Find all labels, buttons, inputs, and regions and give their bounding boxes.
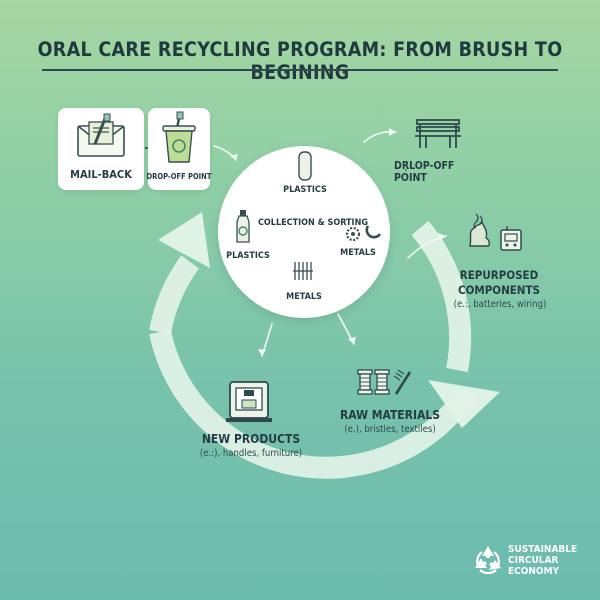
- hub-plastics-left-label: PLASTICS: [226, 251, 270, 261]
- new-products-label: NEW PRODUCTS: [201, 432, 301, 446]
- cycle-arrowhead-left: [158, 212, 210, 268]
- tube-icon: [298, 151, 312, 181]
- cycle-ring-left-arc: [149, 255, 200, 335]
- recycle-bin-icon: [162, 111, 196, 163]
- 3d-printer-icon: [226, 381, 272, 422]
- envelope-toothbrush-icon: [77, 113, 125, 157]
- arrow-dropoff-to-hub: [213, 145, 237, 161]
- drop-off-label: DROP-OFF POINT: [146, 172, 212, 181]
- cycle-arrowhead-right: [428, 380, 500, 428]
- gears-magnet-icon: [345, 225, 382, 242]
- battery-icon: [500, 226, 522, 251]
- mail-back-label: MAIL-BACK: [70, 168, 132, 181]
- repurposed-sublabel: (e.:, batteries, wiring): [453, 299, 547, 310]
- bristles-icon: [293, 262, 313, 280]
- bench-icon: [415, 119, 461, 148]
- cycle-ring-bottom-arc: [149, 329, 478, 479]
- hub-plastics-top-label: PLASTICS: [283, 185, 327, 195]
- title-divider: [42, 69, 558, 71]
- raw-materials-label: RAW MATERIALS: [339, 408, 441, 422]
- drop-off-card: DROP-OFF POINT: [147, 108, 211, 190]
- bench-drop-off-label: DŖLOP-OFF POINT: [394, 160, 455, 184]
- recycle-icon: [475, 546, 501, 575]
- repurposed-label-line1: REPURPOSED: [459, 268, 539, 282]
- new-products-sublabel: (e.:), handles, furniture): [199, 448, 303, 459]
- mail-back-card: MAIL-BACK: [58, 108, 144, 190]
- hub-metals-right-label: METALS: [340, 248, 376, 258]
- badge-text: SUSTAINABLE CIRCULAR ECONOMY: [508, 544, 598, 577]
- page-title: ORAL CARE RECYCLING PROGRAM: FROM BRUSH …: [37, 38, 563, 84]
- badge-line3: ECONOMY: [508, 566, 560, 577]
- spools-brush-icon: [357, 369, 412, 395]
- broken-toothbrush-icon: [469, 213, 491, 247]
- hub-collection-label: COLLECTION & SORTING: [257, 218, 368, 228]
- repurposed-label-line2: COMPONENTS: [458, 283, 540, 297]
- raw-materials-sublabel: (e.), bristles, textiles): [344, 424, 436, 435]
- badge-line1: SUSTAINABLE: [508, 544, 578, 555]
- hub-metals-bottom-label: METALS: [286, 292, 322, 302]
- bottle-icon: [236, 210, 250, 243]
- badge-line2: CIRCULAR: [508, 555, 559, 566]
